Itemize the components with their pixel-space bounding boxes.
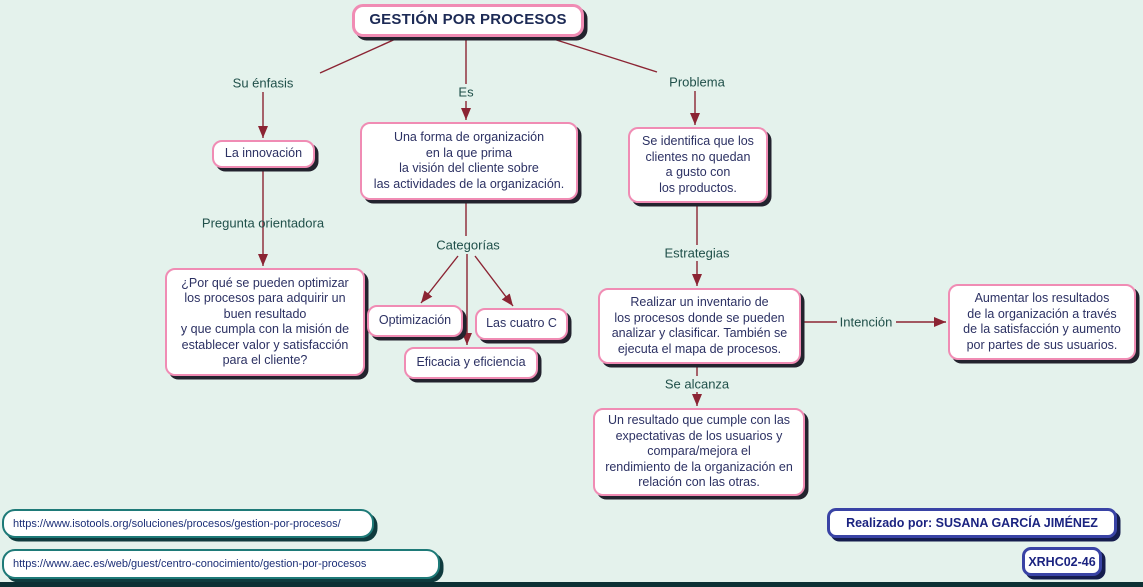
edge-title-problema (546, 36, 658, 73)
link-label-categorias[interactable]: Categorías (436, 237, 500, 253)
reference-url-aec[interactable]: https://www.aec.es/web/guest/centro-cono… (2, 549, 440, 579)
node-resultado-final[interactable]: Un resultado que cumple con las expectat… (593, 408, 805, 496)
link-label-es[interactable]: Es (458, 84, 474, 100)
node-las-cuatro-c[interactable]: Las cuatro C (475, 308, 568, 340)
node-la-innovacion[interactable]: La innovación (212, 140, 315, 168)
code-box[interactable]: XRHC02-46 (1022, 547, 1102, 576)
edge-categorias-cuatroc (474, 255, 514, 307)
reference-url-isotools[interactable]: https://www.isotools.org/soluciones/proc… (2, 509, 374, 538)
bottom-edge-bar (0, 582, 1143, 587)
edge-title-enfasis (319, 36, 401, 74)
edge-categorias-optimizacion (420, 255, 459, 304)
link-label-problema[interactable]: Problema (669, 74, 725, 90)
link-label-se-alcanza[interactable]: Se alcanza (664, 376, 730, 392)
node-inventario[interactable]: Realizar un inventario de los procesos d… (598, 288, 801, 364)
author-credit-box[interactable]: Realizado por: SUSANA GARCÍA JIMÉNEZ (827, 508, 1117, 538)
node-optimizacion[interactable]: Optimización (367, 305, 463, 337)
node-aumentar-resultados[interactable]: Aumentar los resultados de la organizaci… (948, 284, 1136, 360)
node-problema-detalle[interactable]: Se identifica que los clientes no quedan… (628, 127, 768, 203)
link-label-pregunta-orientadora[interactable]: Pregunta orientadora (201, 215, 325, 231)
link-label-estrategias[interactable]: Estrategias (664, 245, 730, 261)
node-eficacia-eficiencia[interactable]: Eficacia y eficiencia (404, 347, 538, 379)
link-label-intencion[interactable]: Intención (839, 314, 893, 330)
node-pregunta-orientadora[interactable]: ¿Por qué se pueden optimizar los proceso… (165, 268, 365, 376)
node-title[interactable]: GESTIÓN POR PROCESOS (352, 4, 584, 37)
link-label-su-enfasis[interactable]: Su énfasis (232, 75, 294, 91)
node-definicion[interactable]: Una forma de organización en la que prim… (360, 122, 578, 200)
